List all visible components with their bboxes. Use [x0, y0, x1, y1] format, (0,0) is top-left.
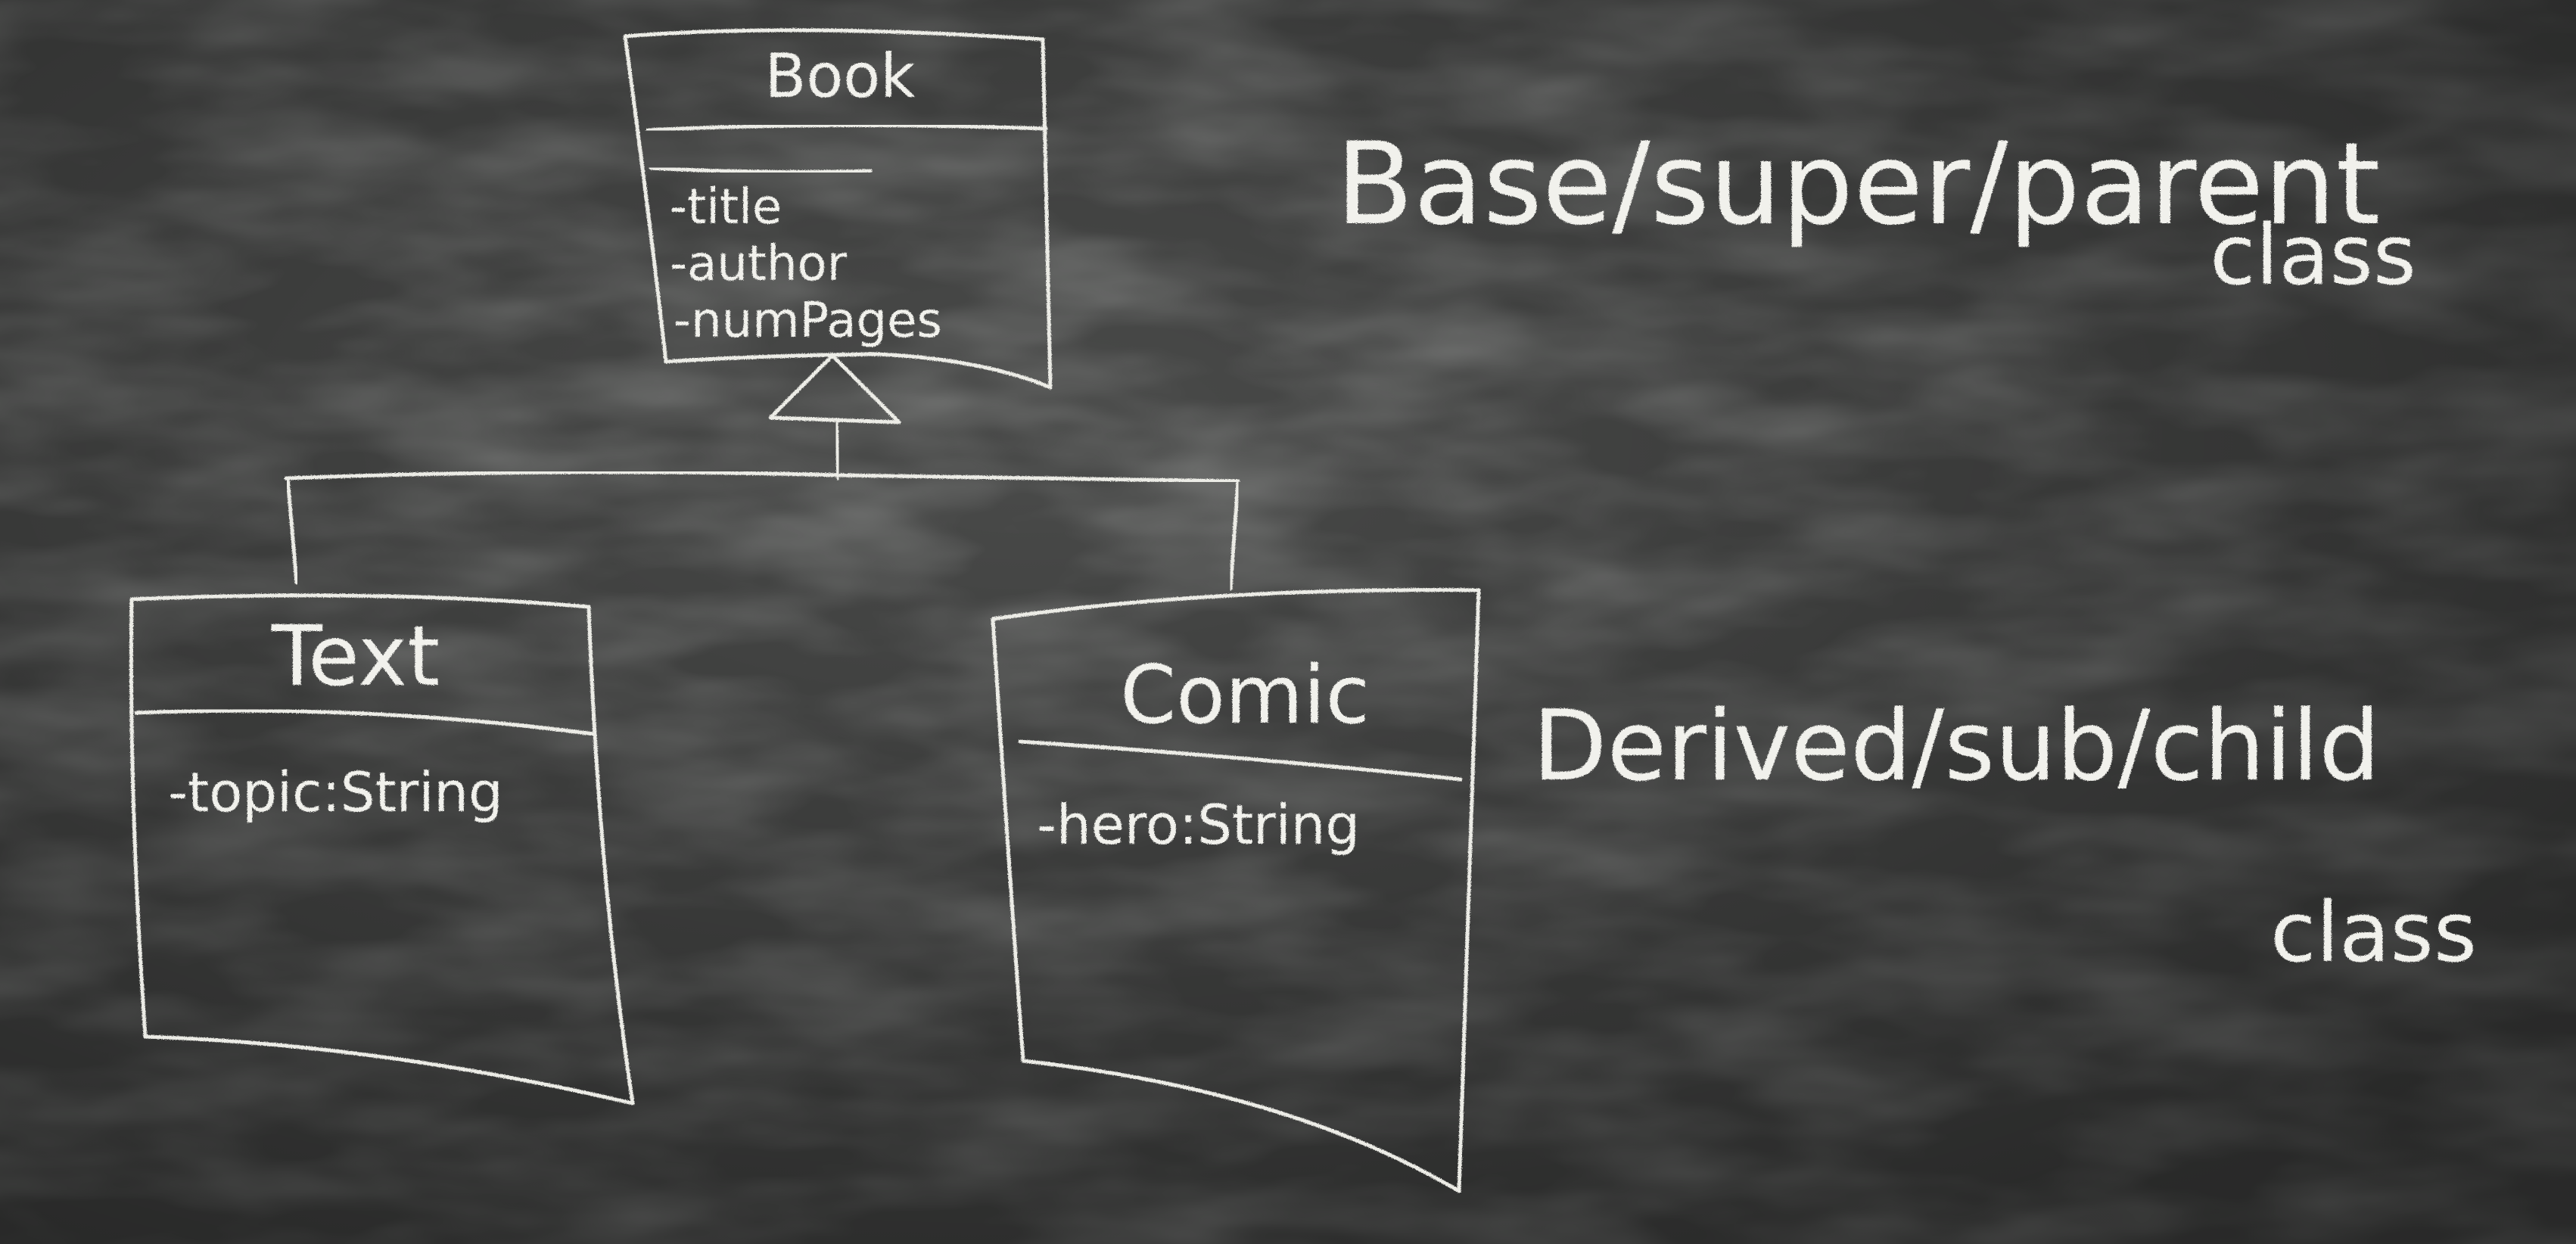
- comic-attribute-hero: -hero:String: [1037, 793, 1360, 857]
- base-class-annotation-line2: class: [2210, 207, 2416, 303]
- book-attribute-title: -title: [670, 179, 782, 235]
- comic-class-name: Comic: [1120, 648, 1370, 742]
- base-class-annotation-line1: Base/super/parent: [1336, 119, 2380, 250]
- book-class-name: Book: [764, 41, 916, 111]
- text-class-box: [129, 593, 635, 1106]
- book-attribute-author: -author: [670, 236, 848, 292]
- book-attribute-numpages: -numPages: [674, 293, 942, 349]
- derived-class-annotation-line2: class: [2270, 884, 2477, 981]
- derived-class-annotation-line1: Derived/sub/child: [1532, 690, 2380, 803]
- comic-class-box: [991, 588, 1481, 1193]
- text-class-name: Text: [271, 608, 440, 704]
- book-class-box: [623, 28, 1053, 390]
- text-attribute-topic: -topic:String: [168, 760, 503, 824]
- inheritance-arrow: [284, 353, 1240, 591]
